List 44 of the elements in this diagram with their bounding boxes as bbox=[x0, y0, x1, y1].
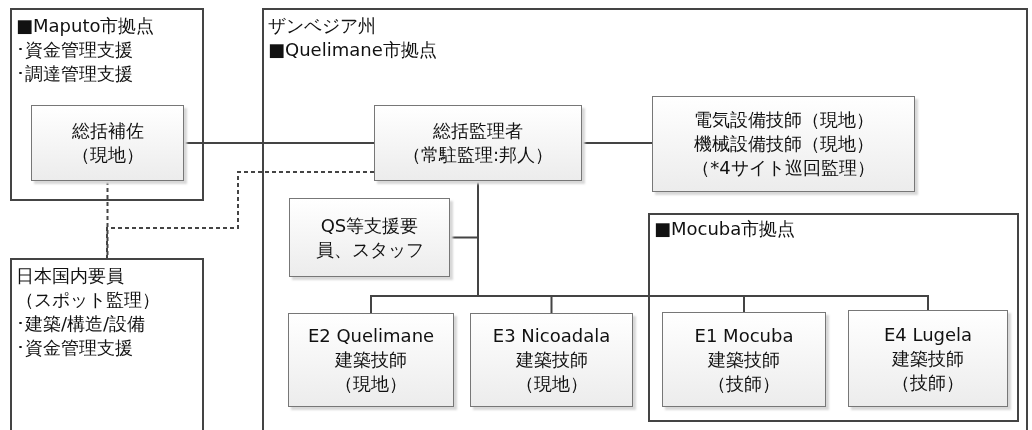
connector-line bbox=[106, 171, 375, 259]
role-text: 電気設備技師（現地） bbox=[693, 108, 874, 132]
role-text: 建築技師 bbox=[515, 348, 588, 372]
role-text: （技師） bbox=[708, 371, 780, 396]
group-heading: ■Maputo市拠点 bbox=[16, 14, 156, 38]
group-heading: 日本国内要員 bbox=[16, 264, 125, 288]
role-text: 総括補佐（現地） bbox=[70, 119, 145, 167]
role-box bbox=[470, 313, 633, 407]
connector-line bbox=[581, 142, 653, 144]
role-text: （*4サイト巡回監理） bbox=[692, 156, 875, 180]
group-heading: ザンベジア州 bbox=[268, 14, 377, 38]
role-text: 機械設備技師（現地） bbox=[693, 132, 874, 156]
role-text: E1 Mocuba bbox=[694, 323, 794, 348]
role-box bbox=[288, 313, 454, 407]
role-text: E4 Lugela bbox=[883, 322, 973, 347]
group-text: ･調達管理支援 bbox=[16, 62, 134, 86]
group-text: ･建築/構造/設備 bbox=[16, 312, 147, 336]
group-frame bbox=[10, 258, 204, 430]
group-text: ･資金管理支援 bbox=[16, 336, 134, 360]
connector-line bbox=[183, 142, 375, 144]
group-heading: ■Mocuba市拠点 bbox=[654, 217, 797, 241]
role-text: E2 Quelimane bbox=[307, 324, 435, 348]
role-text: 建築技師 bbox=[892, 346, 964, 371]
group-frame bbox=[10, 8, 204, 201]
role-text: （技師） bbox=[892, 370, 964, 395]
role-text: （現地） bbox=[335, 372, 407, 396]
role-text: （常駐監理:邦人） bbox=[402, 143, 554, 167]
group-frame bbox=[262, 8, 1028, 430]
role-box bbox=[848, 310, 1008, 407]
group-frame bbox=[648, 213, 1019, 422]
group-text: （スポット監理） bbox=[16, 288, 161, 312]
role-text: 総括監理者 bbox=[433, 119, 523, 143]
role-text: 建築技師 bbox=[335, 348, 407, 372]
role-text: （現地） bbox=[515, 372, 588, 396]
role-text: 建築技師 bbox=[708, 347, 780, 372]
role-box bbox=[374, 105, 582, 181]
role-text: QS等支援要員、スタッフ bbox=[314, 213, 425, 262]
role-text: E3 Nicoadala bbox=[492, 324, 611, 348]
role-box bbox=[289, 198, 450, 277]
group-text: ■Quelimane市拠点 bbox=[268, 38, 438, 62]
role-box bbox=[31, 105, 184, 181]
role-box bbox=[662, 312, 826, 407]
role-box bbox=[652, 96, 915, 192]
group-text: ･資金管理支援 bbox=[16, 38, 134, 62]
